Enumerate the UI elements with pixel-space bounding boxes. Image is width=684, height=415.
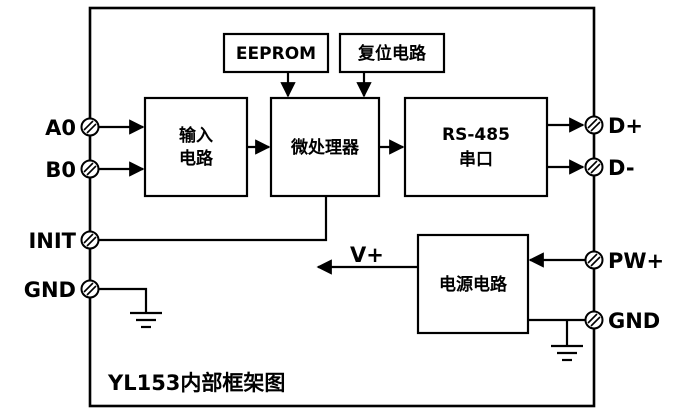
gnd-left-terminal-screw-icon bbox=[80, 279, 100, 299]
eeprom-block bbox=[222, 32, 330, 74]
gnd-right-label: GND bbox=[608, 309, 660, 333]
left-gnd-wire bbox=[99, 287, 148, 313]
init-label: INIT bbox=[28, 229, 76, 253]
rs485-label-1: RS-485 bbox=[442, 125, 510, 145]
input-circuit-label-2: 电路 bbox=[179, 148, 214, 169]
input-circuit-block bbox=[143, 96, 249, 198]
b0-label: B0 bbox=[45, 158, 76, 182]
eeprom-label: EEPROM bbox=[236, 44, 316, 64]
init-wire bbox=[99, 196, 328, 242]
input-circuit-label-1: 输入 bbox=[179, 125, 213, 146]
module-enclosure bbox=[88, 6, 596, 408]
a0-label: A0 bbox=[45, 116, 76, 140]
d-minus-label: D- bbox=[608, 156, 635, 180]
diagram-caption: YL153内部框架图 bbox=[107, 371, 285, 395]
rs485-label-2: 串口 bbox=[459, 149, 493, 170]
a0-terminal-screw-icon bbox=[80, 117, 100, 137]
d-plus-terminal-screw-icon bbox=[584, 115, 604, 135]
b0-terminal-screw-icon bbox=[80, 159, 100, 179]
reset-circuit-block bbox=[338, 32, 446, 74]
gnd-left-label: GND bbox=[24, 278, 76, 302]
init-terminal-screw-icon bbox=[80, 230, 100, 250]
d-minus-terminal-screw-icon bbox=[584, 157, 604, 177]
gnd-right-terminal-screw-icon bbox=[584, 310, 604, 330]
rs485-block bbox=[403, 96, 549, 198]
power-circuit-label: 电源电路 bbox=[439, 274, 508, 295]
power-circuit-block bbox=[416, 233, 530, 335]
reset-circuit-label: 复位电路 bbox=[357, 43, 427, 64]
microprocessor-label: 微处理器 bbox=[290, 137, 360, 158]
d-plus-label: D+ bbox=[608, 114, 643, 138]
vplus-label: V+ bbox=[350, 243, 384, 267]
pw-plus-label: PW+ bbox=[608, 249, 664, 273]
pw-plus-terminal-screw-icon bbox=[584, 250, 604, 270]
